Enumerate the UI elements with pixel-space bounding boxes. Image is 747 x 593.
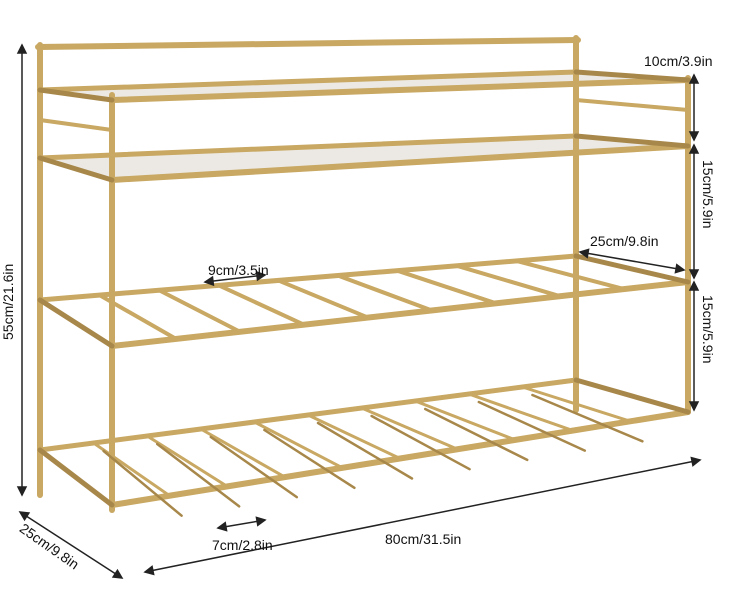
top-clearance-label: 10cm/3.9in [644,53,713,69]
total-height-label: 55cm/21.6in [0,263,16,340]
arrowhead [688,143,700,154]
total-width-label: 80cm/31.5in [385,531,462,547]
glass-hanger-rail [306,413,402,460]
shelf-back-rail [37,133,579,161]
wine-slat [276,278,370,320]
glass-hanger-rail [263,428,356,490]
glass-hanger-rail [155,442,241,508]
arrowhead [255,516,267,527]
glass-hanger-rail [252,420,344,470]
arrowhead [203,275,215,287]
glass-shelf-panel [40,72,688,100]
lower-shelf-gap-label: 15cm/5.9in [700,295,716,364]
glass-hanger-rail [531,393,644,443]
shelf-front-rail [109,143,691,183]
wine-slat [97,293,178,341]
wine-slat [514,258,626,292]
glass-hanger-rail [370,414,471,471]
arrowhead [111,568,124,579]
arrowhead [688,131,700,142]
shelf-front-rail [109,77,691,103]
top-rail [35,37,581,50]
shelf-depth-label: 25cm/9.8in [590,233,659,249]
glass-hanger-rail [467,392,575,433]
base-depth-dimension [19,511,123,579]
arrowhead [690,456,702,467]
glass-hanger-rail [199,427,287,479]
shelf-side-rail [573,377,691,415]
glass-hanger-rail [102,449,183,517]
arrowhead [688,269,700,280]
wine-slat [335,273,434,313]
shelf-side-rail [573,133,691,149]
shelf-front-rail [109,279,691,349]
shelf-side-rail [573,69,691,83]
wine-slat [216,283,306,327]
side-guard [38,118,114,132]
glass-hanger-rail [209,435,299,499]
shelf-side-rail [37,155,115,183]
shelf-back-rail [37,69,579,93]
arrowhead [578,248,590,259]
arrowhead [674,263,686,274]
wine-slat [454,263,562,299]
shelf-side-rail [37,87,115,103]
glass-slot-width-label: 7cm/2.8in [212,537,273,553]
glass-hanger-rail [413,399,517,442]
glass-hanger-rail [145,434,229,488]
glass-hanger-rail [360,406,460,451]
glass-shelf-panel [40,136,688,180]
arrowhead [143,565,155,576]
glass-hanger-rail [520,385,632,423]
shelf-depth-dimension [579,251,685,271]
wine-slat [157,288,242,334]
shelf-side-rail [37,447,115,508]
arrowhead [688,401,700,412]
arrowhead [216,521,228,532]
slot-spacing-label: 9cm/3.5in [208,262,269,278]
glass-hanger-rail [316,421,414,480]
upper-shelf-gap-label: 15cm/5.9in [700,160,716,229]
side-guard [574,98,690,112]
arrowhead [16,43,28,54]
arrowhead [688,73,700,84]
shelf-side-rail [573,253,691,285]
glass-hanger-rail [423,407,529,462]
shelf-side-rail [37,297,115,349]
arrowhead [255,270,267,282]
glass-hanger-rail [477,400,587,452]
slot-spacing-dimension [204,274,266,283]
arrowhead [18,511,31,522]
arrowhead [688,280,700,291]
arrowhead [16,486,28,497]
wine-slat [395,268,498,306]
shelf-back-rail [37,253,579,303]
total-width-dimension [144,459,701,573]
